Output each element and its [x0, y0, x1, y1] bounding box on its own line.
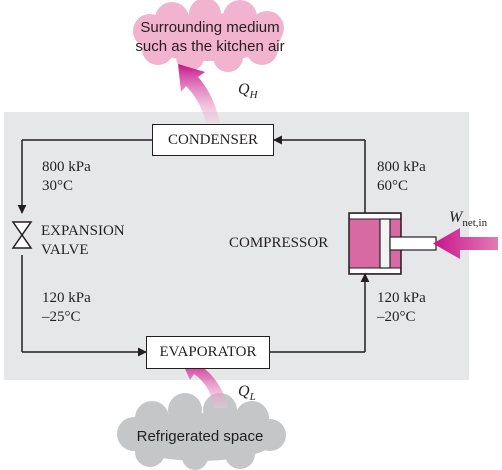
hot-medium-label-line2: such as the kitchen air: [135, 38, 285, 55]
expansion-valve-icon: [11, 221, 33, 249]
work-label: Wnet,in: [449, 209, 488, 230]
state-condenser-exit-temp: 30°C: [42, 178, 74, 194]
ql-label: QL: [238, 383, 256, 404]
qh-heat-arrow: [178, 64, 220, 123]
condenser-box: CONDENSER: [152, 124, 274, 156]
state-compressor-exit-temp: 60°C: [377, 178, 409, 194]
expansion-valve-label-line2: VALVE: [41, 242, 89, 258]
compressor-icon: [348, 212, 437, 275]
compressor-label: COMPRESSOR: [229, 235, 329, 251]
evaporator-box: EVAPORATOR: [146, 336, 270, 369]
state-compressor-inlet-pressure: 120 kPa: [377, 290, 426, 306]
expansion-valve-label-line1: EXPANSION: [41, 223, 125, 239]
work-input-arrow: [433, 228, 498, 259]
refrigerated-space-label: Refrigerated space: [136, 428, 264, 445]
cold-cloud: [117, 393, 286, 470]
state-compressor-inlet-temp: –20°C: [377, 309, 416, 325]
qh-label: QH: [238, 81, 258, 102]
hot-cloud: [133, 0, 284, 72]
state-condenser-exit-pressure: 800 kPa: [42, 159, 91, 175]
ql-heat-arrow: [180, 358, 228, 408]
hot-medium-label-line1: Surrounding medium: [140, 19, 280, 36]
state-compressor-exit-pressure: 800 kPa: [377, 159, 426, 175]
state-valve-exit-temp: –25°C: [42, 309, 81, 325]
state-valve-exit-pressure: 120 kPa: [42, 290, 91, 306]
